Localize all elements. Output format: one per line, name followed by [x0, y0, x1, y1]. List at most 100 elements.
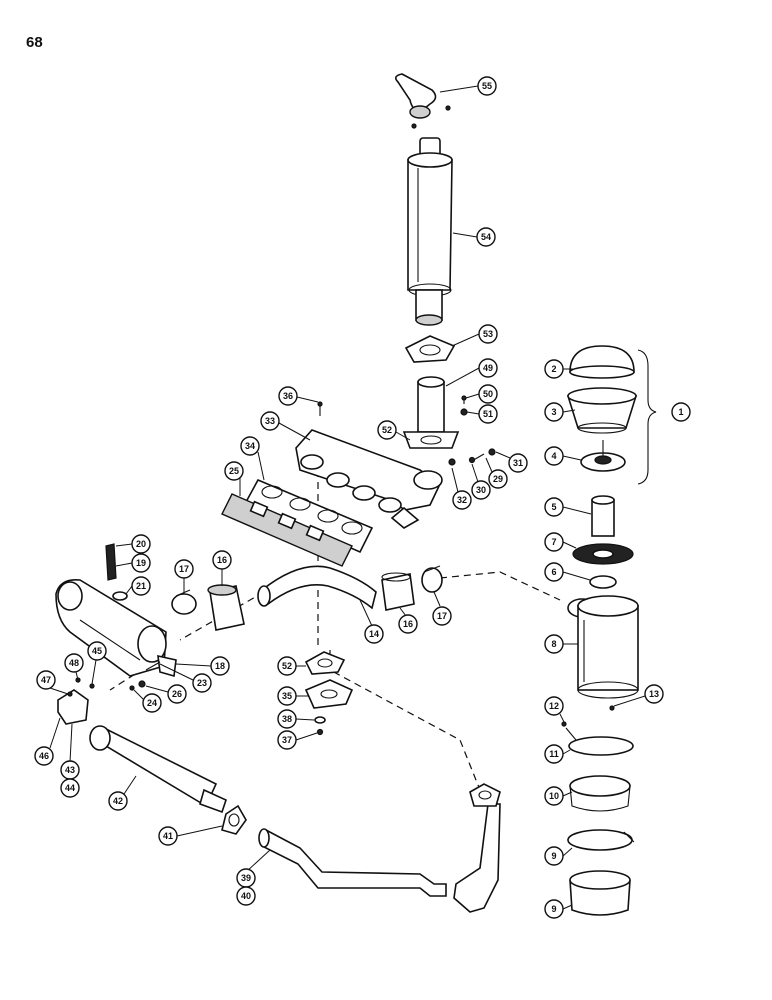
callout-28: 26: [145, 684, 187, 704]
callout-5: 5: [544, 497, 592, 517]
callout-51: 51: [466, 404, 498, 424]
group-bracket: [637, 349, 657, 485]
callout-13: 12: [544, 696, 565, 723]
svg-text:32: 32: [457, 495, 467, 505]
svg-text:51: 51: [483, 409, 493, 419]
svg-text:2: 2: [551, 364, 556, 374]
callout-11: 10: [544, 786, 573, 806]
svg-text:34: 34: [245, 441, 255, 451]
svg-text:37: 37: [282, 735, 292, 745]
callout-20: 17: [174, 559, 194, 594]
svg-text:36: 36: [283, 391, 293, 401]
svg-text:6: 6: [551, 567, 556, 577]
callout-4: 4: [544, 446, 582, 466]
precleaner-bowl: [566, 387, 638, 434]
svg-text:5: 5: [551, 502, 556, 512]
callout-38: 38: [277, 709, 315, 729]
callout-18: 14: [359, 599, 384, 644]
intake-gasket: [221, 493, 353, 567]
svg-text:17: 17: [179, 564, 189, 574]
bracket-assembly: [57, 677, 95, 725]
svg-text:12: 12: [549, 701, 559, 711]
svg-text:16: 16: [217, 555, 227, 565]
svg-text:11: 11: [549, 749, 559, 759]
cup-clamp: [567, 829, 635, 851]
callout-52-lower: 52: [277, 656, 306, 676]
callout-2: 2: [544, 359, 573, 379]
hose-sleeve: [381, 572, 415, 611]
callout-40: 40: [236, 886, 256, 906]
air-cleaner-cap: [569, 345, 635, 379]
callout-7: 7: [544, 532, 577, 552]
svg-text:40: 40: [241, 891, 251, 901]
stack-pipe: [402, 376, 460, 449]
callout-25: 25: [224, 461, 244, 496]
svg-text:14: 14: [369, 629, 379, 639]
precleaner-base: [580, 440, 626, 472]
callout-47: 47: [36, 670, 69, 695]
svg-text:38: 38: [282, 714, 292, 724]
heater-plug: [105, 543, 128, 601]
flange-gasket-top: [404, 335, 456, 363]
manifold-gasket: [244, 478, 374, 554]
callout-17: 17: [432, 591, 452, 626]
svg-text:42: 42: [113, 796, 123, 806]
svg-text:31: 31: [513, 458, 523, 468]
svg-text:35: 35: [282, 691, 292, 701]
svg-text:52: 52: [282, 661, 292, 671]
callout-36: 36: [278, 386, 319, 406]
callout-3: 3: [544, 402, 576, 422]
svg-text:26: 26: [172, 689, 182, 699]
callout-23: 20: [115, 534, 151, 554]
callout-14: 13: [613, 684, 664, 707]
callout-27: 24: [133, 689, 162, 713]
callout-19: 16: [212, 550, 232, 586]
callout-44: 44: [60, 778, 80, 798]
clamp-ring: [589, 575, 617, 589]
callout-46: 46: [34, 717, 61, 766]
callout-8: 8: [544, 634, 578, 654]
svg-text:39: 39: [241, 873, 251, 883]
muffler-flange-gasket: [221, 804, 247, 835]
hose-clamp-right: [421, 565, 443, 593]
callout-29: 29: [485, 457, 508, 489]
callout-33: 33: [260, 411, 311, 441]
callout-39: 39: [236, 849, 271, 888]
callout-30: 30: [471, 463, 491, 500]
svg-text:8: 8: [551, 639, 556, 649]
svg-text:17: 17: [437, 611, 447, 621]
callout-10: 9: [544, 846, 573, 866]
callout-22: 19: [115, 553, 151, 573]
svg-text:47: 47: [41, 675, 51, 685]
svg-text:48: 48: [69, 658, 79, 668]
intake-tube: [591, 495, 615, 537]
intake-hose-tube: [257, 565, 377, 610]
callout-12: 11: [544, 744, 571, 764]
svg-text:55: 55: [482, 81, 492, 91]
exhaust-pipe: [258, 783, 501, 913]
manifold-studs: [129, 661, 161, 691]
rain-cap: [394, 73, 451, 129]
callout-49: 49: [445, 358, 498, 387]
svg-text:33: 33: [265, 416, 275, 426]
callout-32: 32: [451, 467, 472, 510]
svg-text:53: 53: [483, 329, 493, 339]
page-number: 68: [26, 34, 43, 51]
svg-text:3: 3: [551, 407, 556, 417]
svg-text:54: 54: [481, 232, 491, 242]
svg-text:50: 50: [483, 389, 493, 399]
horizontal-muffler: [89, 725, 227, 814]
oil-cup-inner: [569, 775, 631, 812]
callout-16: 16: [398, 607, 418, 634]
callout-35: 35: [277, 686, 308, 706]
callout-48: 48: [64, 653, 84, 681]
svg-text:45: 45: [92, 646, 102, 656]
callout-52-upper: 52: [377, 420, 411, 441]
svg-text:19: 19: [136, 558, 146, 568]
svg-text:24: 24: [147, 698, 157, 708]
svg-text:41: 41: [163, 831, 173, 841]
callout-42: 42: [108, 775, 137, 811]
exhaust-manifold: [295, 429, 443, 529]
svg-text:18: 18: [215, 661, 225, 671]
svg-text:13: 13: [649, 689, 659, 699]
